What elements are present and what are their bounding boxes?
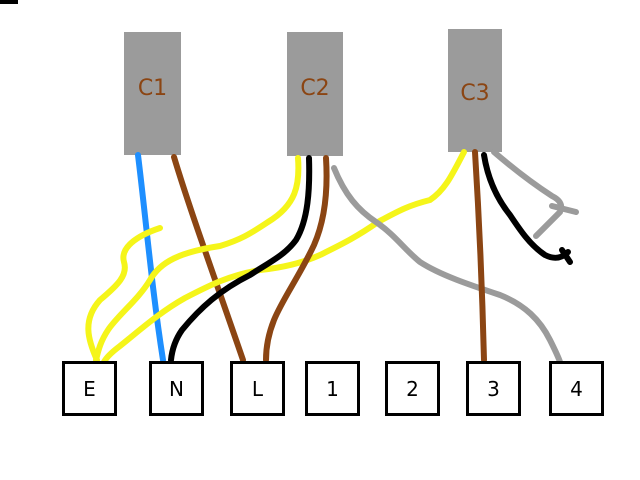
cable-c2: C2 (287, 32, 343, 156)
terminal-e: E (62, 361, 117, 416)
wire-c3-grey (491, 149, 579, 239)
wire-e-yellow-1 (85, 225, 163, 363)
wire-c2-brown (263, 155, 330, 363)
wire-c2-grey (331, 165, 563, 365)
cable-c3-label: C3 (460, 81, 490, 106)
cable-c1-label: C1 (137, 76, 168, 101)
terminal-n: N (149, 361, 204, 416)
wire-c1-blue (135, 152, 166, 363)
wire-c3-black (481, 152, 573, 265)
cable-c3: C3 (448, 29, 502, 152)
wire-c3-brown (472, 149, 487, 363)
wire-c2-black (168, 155, 313, 363)
terminal-4: 4 (549, 361, 604, 416)
terminal-1: 1 (305, 361, 360, 416)
wire-c3-yellow (101, 149, 467, 365)
terminal-l: L (230, 361, 285, 416)
wire-c1-brown (171, 154, 246, 363)
cable-c2-label: C2 (300, 76, 330, 101)
terminal-2: 2 (385, 361, 440, 416)
corner-mark (0, 0, 18, 4)
terminal-3: 3 (466, 361, 521, 416)
wire-c2-yellow (93, 155, 302, 363)
cable-c1: C1 (124, 32, 181, 155)
